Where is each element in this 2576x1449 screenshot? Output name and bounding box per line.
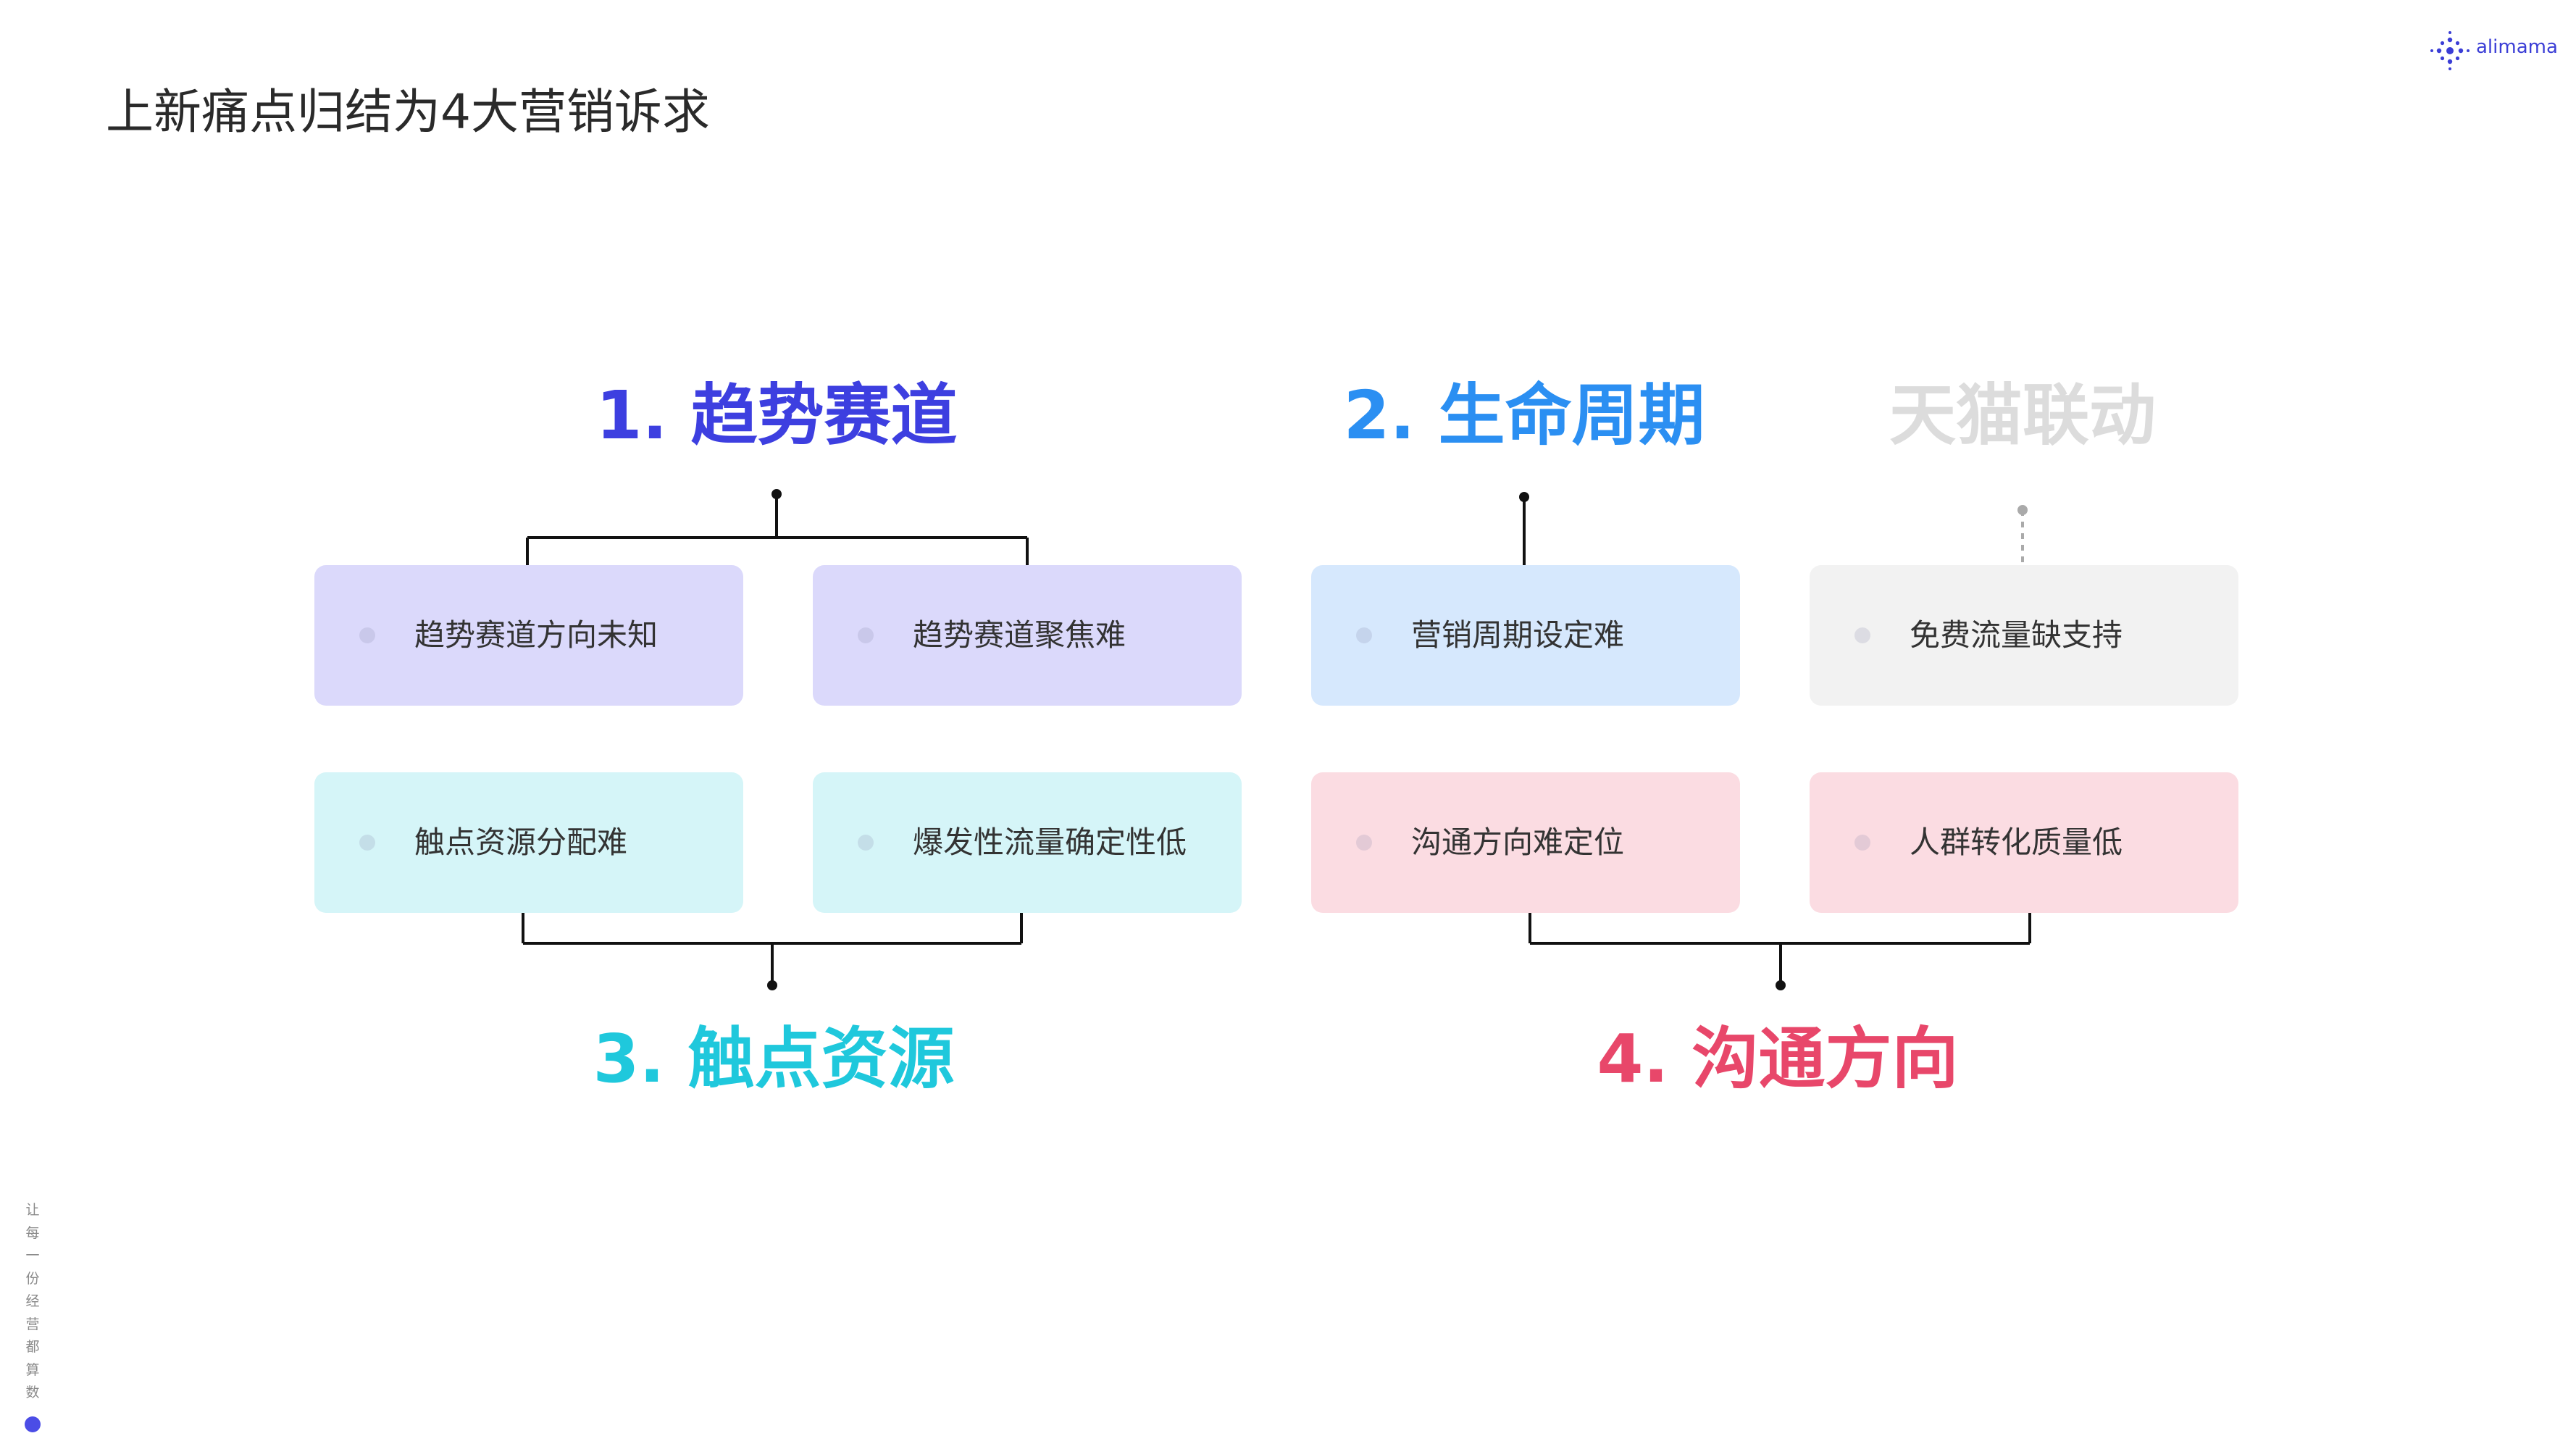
card-label: 爆发性流量确定性低 <box>913 824 1187 860</box>
card-free-traffic-support: 免费流量缺支持 <box>1810 565 2238 706</box>
logo-text: alimama <box>2476 36 2558 58</box>
bullet-dot <box>359 627 375 643</box>
starburst-icon <box>2430 31 2470 70</box>
card-burst-traffic-certainty: 爆发性流量确定性低 <box>813 772 1242 913</box>
card-label: 趋势赛道聚焦难 <box>913 617 1126 653</box>
alimama-logo: alimama <box>2428 28 2559 74</box>
bullet-dot <box>1356 835 1372 851</box>
bullet-dot <box>1854 627 1870 643</box>
group-title-trend-track: 1. 趋势赛道 <box>595 377 958 454</box>
card-label: 免费流量缺支持 <box>1910 617 2123 653</box>
bullet-dot <box>1356 627 1372 643</box>
card-trend-focus-difficult: 趋势赛道聚焦难 <box>813 565 1242 706</box>
bullet-dot <box>1854 835 1870 851</box>
page-title: 上新痛点归结为4大营销诉求 <box>106 84 710 140</box>
bullet-dot <box>858 627 874 643</box>
bullet-dot <box>359 835 375 851</box>
card-trend-direction-unknown: 趋势赛道方向未知 <box>314 565 743 706</box>
group-title-touchpoint-resources: 3. 触点资源 <box>593 1020 955 1098</box>
tagline-dot <box>25 1416 41 1432</box>
vertical-tagline: 让每一份经营都算数 <box>25 1202 40 1400</box>
card-label: 触点资源分配难 <box>414 824 628 860</box>
card-label: 趋势赛道方向未知 <box>414 617 658 653</box>
group-title-lifecycle: 2. 生命周期 <box>1343 377 1705 454</box>
group-title-communication-direction: 4. 沟通方向 <box>1597 1020 1959 1098</box>
card-touchpoint-allocation: 触点资源分配难 <box>314 772 743 913</box>
card-label: 人群转化质量低 <box>1910 824 2123 860</box>
bullet-dot <box>858 835 874 851</box>
card-audience-conversion-quality: 人群转化质量低 <box>1810 772 2238 913</box>
card-label: 沟通方向难定位 <box>1411 824 1625 860</box>
card-communication-positioning: 沟通方向难定位 <box>1311 772 1740 913</box>
group-title-tmall-linkage: 天猫联动 <box>1889 377 2156 454</box>
card-marketing-cycle-setting: 营销周期设定难 <box>1311 565 1740 706</box>
card-label: 营销周期设定难 <box>1411 617 1625 653</box>
